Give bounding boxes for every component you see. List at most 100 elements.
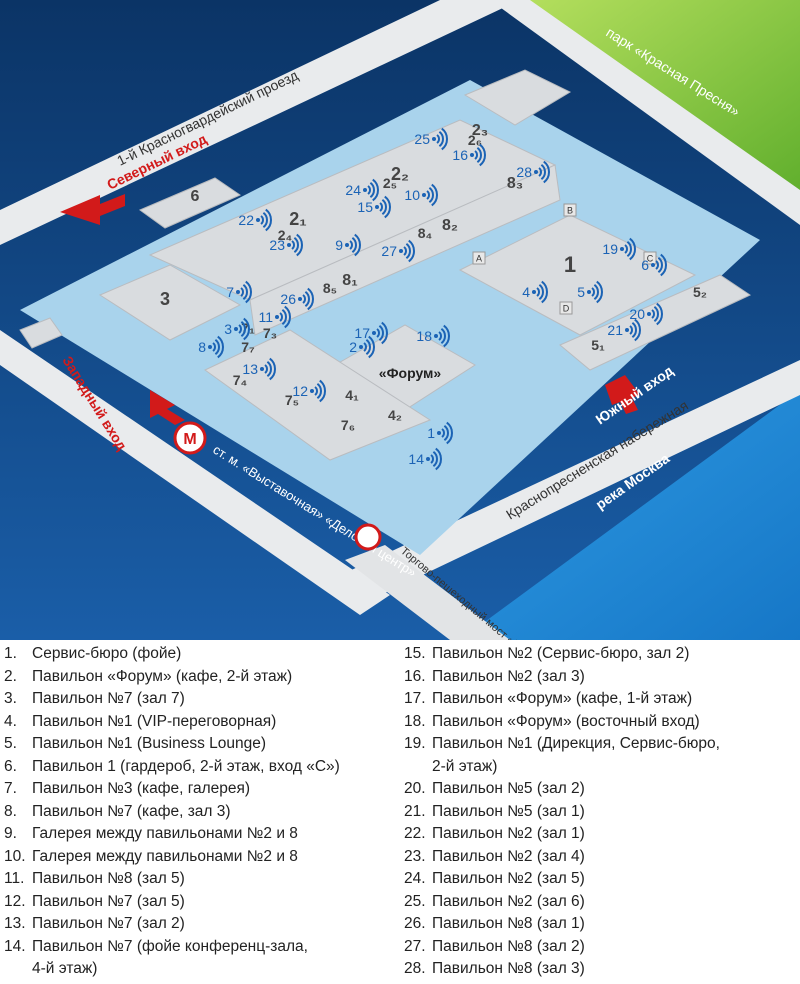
wifi-point-13[interactable]: 13 <box>242 357 276 381</box>
legend-text: Павильон №2 (зал 4) <box>432 847 585 865</box>
wifi-point-28[interactable]: 28 <box>516 160 550 184</box>
wifi-point-17[interactable]: 17 <box>354 321 388 345</box>
legend-item: 4.Павильон №1 (VIP-переговорная) <box>4 711 394 734</box>
legend-text: Павильон «Форум» (кафе, 1-й этаж) <box>432 690 693 707</box>
pavilion-label-p7_3[interactable]: 7₃ <box>263 325 277 341</box>
wifi-point-3[interactable]: 3 <box>224 317 250 341</box>
legend-text: Павильон №7 (фойе конференц-зала, <box>32 937 308 955</box>
wifi-point-8[interactable]: 8 <box>198 335 224 359</box>
exhibition-grounds <box>20 80 760 555</box>
legend-number: 2. <box>4 667 17 685</box>
pavilion-label-p4_1[interactable]: 4₁ <box>345 387 359 403</box>
pavilion-label-p3[interactable]: 3 <box>160 289 170 309</box>
pavilion-label-p7_5[interactable]: 7₅ <box>285 392 299 408</box>
legend-item: 13.Павильон №7 (зал 2) <box>4 913 394 936</box>
wifi-point-6[interactable]: 6 <box>641 253 667 277</box>
legend-text: Павильон №7 (зал 5) <box>32 892 185 910</box>
pavilion-label-forum[interactable]: «Форум» <box>379 365 442 381</box>
wifi-point-number: 2 <box>349 339 357 355</box>
svg-text:C: C <box>647 254 654 264</box>
pavilion-label-p7_7[interactable]: 7₇ <box>241 339 254 355</box>
pavilion-label-p4_2[interactable]: 4₂ <box>388 407 402 423</box>
wifi-point-26[interactable]: 26 <box>280 287 314 311</box>
pavilion-label-p5_1[interactable]: 5₁ <box>591 337 605 353</box>
legend-item: 11.Павильон №8 (зал 5) <box>4 868 394 891</box>
legend-number: 24. <box>404 870 426 887</box>
legend-text: Павильон №2 (зал 3) <box>432 667 585 685</box>
wifi-point-1[interactable]: 1 <box>427 421 453 445</box>
wifi-point-5[interactable]: 5 <box>577 280 603 304</box>
legend-text: Павильон «Форум» (восточный вход) <box>432 712 700 730</box>
pavilion-label-p8_5[interactable]: 8₅ <box>323 280 337 296</box>
pavilion-label-p2_2[interactable]: 2₂ <box>391 164 409 184</box>
legend-number: 3. <box>4 690 17 707</box>
legend-text: Павильон №3 (кафе, галерея) <box>32 780 251 797</box>
wifi-point-4[interactable]: 4 <box>522 280 548 304</box>
pavilion-3-block <box>98 264 242 341</box>
pavilion-1-block <box>458 214 697 336</box>
legend-text: Павильон №8 (зал 1) <box>432 915 585 932</box>
wifi-point-15[interactable]: 15 <box>357 195 391 219</box>
pavilion-label-p8_2[interactable]: 8₂ <box>442 217 458 234</box>
wifi-point-number: 9 <box>335 237 343 253</box>
pavilion-label-p2_3[interactable]: 2₃ <box>472 122 488 139</box>
wifi-point-2[interactable]: 2 <box>349 335 375 359</box>
wifi-point-12[interactable]: 12 <box>292 379 326 403</box>
wifi-point-number: 12 <box>292 383 308 399</box>
wifi-point-number: 11 <box>258 309 273 325</box>
wifi-point-20[interactable]: 20 <box>629 302 663 326</box>
pavilion-label-p5_2[interactable]: 5₂ <box>693 284 707 300</box>
pavilion-label-p1[interactable]: 1 <box>564 252 576 277</box>
wifi-point-10[interactable]: 10 <box>404 183 438 207</box>
pavilion-label-p6[interactable]: 6 <box>191 188 200 205</box>
pavilion-label-p2_4[interactable]: 2₄ <box>278 227 292 243</box>
legend-item: 17.Павильон «Форум» (кафе, 1-й этаж) <box>404 688 796 711</box>
wifi-point-21[interactable]: 21 <box>607 318 641 342</box>
wifi-point-25[interactable]: 25 <box>414 127 448 151</box>
wifi-point-number: 1 <box>427 425 435 441</box>
pavilion-label-p2_6[interactable]: 2₆ <box>468 132 482 148</box>
wifi-icon <box>275 305 291 329</box>
pavilion-label-p7_6[interactable]: 7₆ <box>341 417 355 433</box>
wifi-point-14[interactable]: 14 <box>408 447 442 471</box>
pavilion-label-p2_5[interactable]: 2₅ <box>383 175 397 191</box>
wifi-point-16[interactable]: 16 <box>452 143 486 167</box>
pavilion-7-block <box>204 329 432 461</box>
wifi-point-23[interactable]: 23 <box>269 233 303 257</box>
pavilion-label-p8_3[interactable]: 8₃ <box>507 175 523 192</box>
pavilion-label-p8_1[interactable]: 8₁ <box>342 272 358 289</box>
wifi-point-number: 27 <box>381 243 397 259</box>
wifi-icon <box>298 287 314 311</box>
legend-text: Павильон №1 (VIP-переговорная) <box>32 712 277 730</box>
wifi-point-9[interactable]: 9 <box>335 233 361 257</box>
wifi-point-19[interactable]: 19 <box>602 237 636 261</box>
pavilion-label-p2_1[interactable]: 2₁ <box>289 209 306 229</box>
wifi-icon <box>432 127 448 151</box>
wifi-point-18[interactable]: 18 <box>416 324 450 348</box>
legend-item: 18.Павильон «Форум» (восточный вход) <box>404 711 796 734</box>
legend-text: Павильон №1 (Business Lounge) <box>32 735 267 752</box>
wifi-point-number: 23 <box>269 237 285 253</box>
legend-column-left: 1.Сервис-бюро (фойе)2.Павильон «Форум» (… <box>4 643 394 981</box>
legend-item: 20.Павильон №5 (зал 2) <box>404 778 796 801</box>
wifi-point-24[interactable]: 24 <box>345 178 379 202</box>
wifi-point-27[interactable]: 27 <box>381 239 415 263</box>
legend-number: 21. <box>404 802 426 820</box>
small-building-left <box>19 317 63 349</box>
legend-item: 2.Павильон «Форум» (кафе, 2-й этаж) <box>4 666 394 689</box>
wifi-point-number: 6 <box>641 257 649 273</box>
legend-text: Сервис-бюро (фойе) <box>32 645 182 662</box>
legend-text: Павильон №5 (зал 2) <box>432 780 585 797</box>
legend-text: Павильон №8 (зал 3) <box>432 960 585 977</box>
legend-text: Павильон №8 (зал 5) <box>32 870 185 887</box>
legend-column-right: 15.Павильон №2 (Сервис-бюро, зал 2)16.Па… <box>404 643 796 981</box>
pavilion-label-p8_4[interactable]: 8₄ <box>418 225 432 241</box>
wifi-icon <box>532 280 548 304</box>
wifi-point-11[interactable]: 11 <box>258 305 291 329</box>
metro-icon-2 <box>354 523 382 551</box>
wifi-icon <box>234 317 250 341</box>
wifi-point-number: 16 <box>452 147 468 163</box>
pavilion-label-p7_4[interactable]: 7₄ <box>233 372 247 388</box>
wifi-point-22[interactable]: 22 <box>238 208 272 232</box>
wifi-point-7[interactable]: 7 <box>226 280 252 304</box>
